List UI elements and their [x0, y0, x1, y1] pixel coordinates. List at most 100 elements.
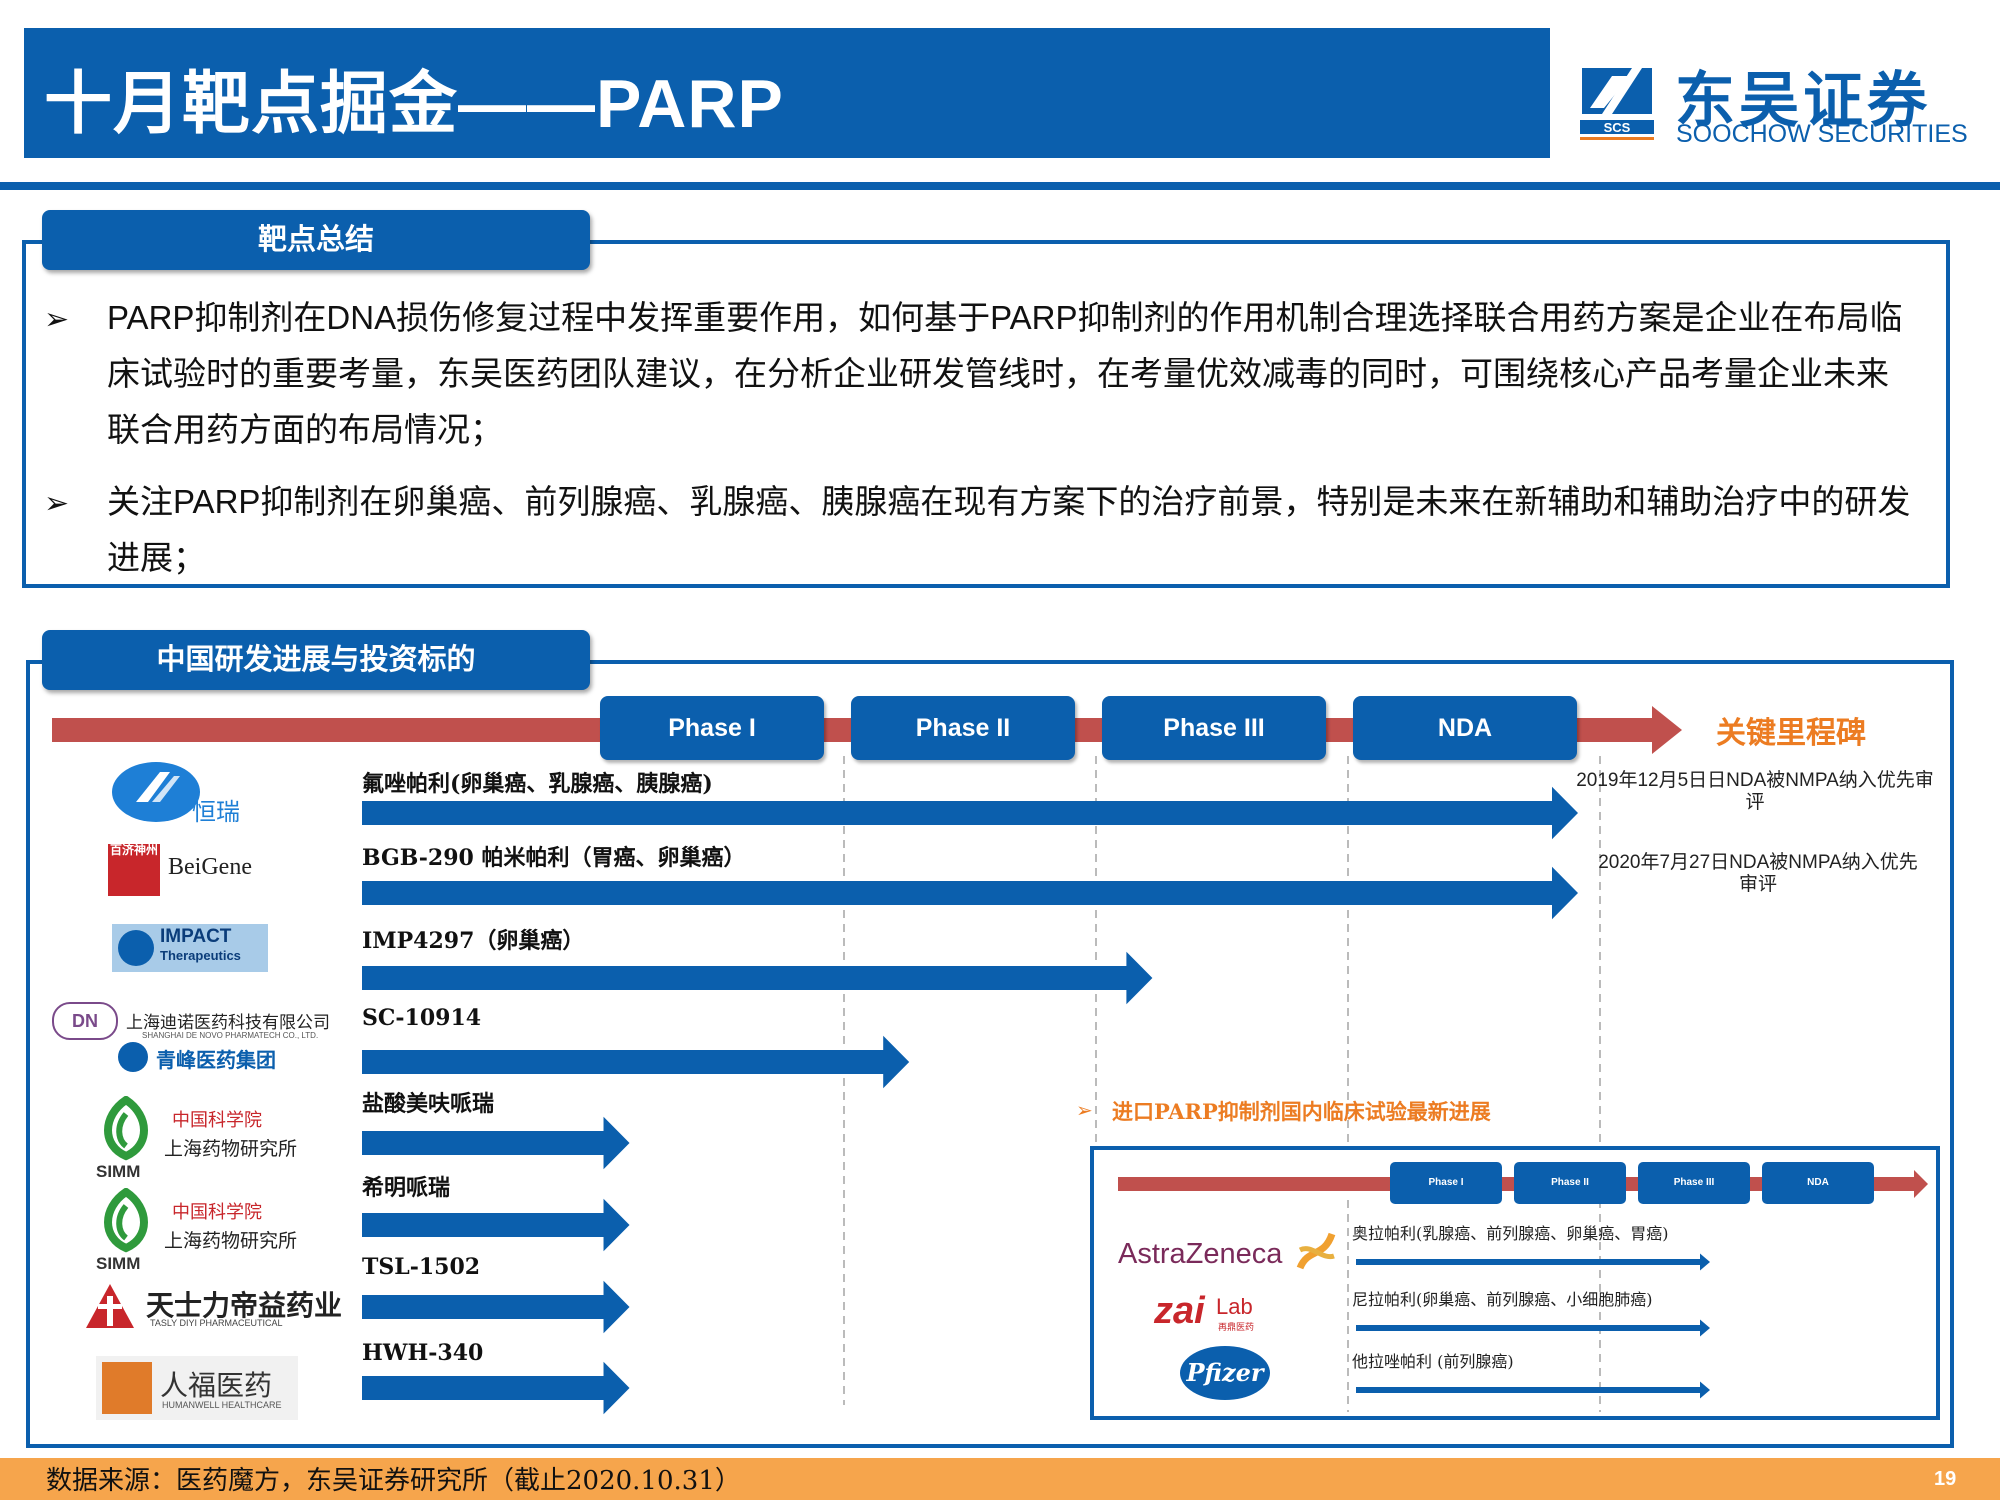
inset-drug-talazoparib: 他拉唑帕利 (前列腺癌) — [1352, 1352, 1514, 1371]
summary-bullet-2-line-1: 关注PARP抑制剂在卵巢癌、前列腺癌、乳腺癌、胰腺癌在现有方案下的治疗前景，特别… — [107, 483, 1911, 520]
pfizer-logo: Pfizer — [1180, 1346, 1270, 1400]
dino-english-name: SHANGHAI DE NOVO PHARMATECH CO., LTD. — [142, 1031, 319, 1040]
svg-text:SCS: SCS — [1604, 120, 1631, 135]
logo-chinese-name: 东吴证券 — [1675, 67, 1931, 134]
tasly-logo: 天士力帝益药业 TASLY DIYI PHARMACEUTICAL — [84, 1278, 342, 1342]
inset-drug-olaparib: 奥拉帕利(乳腺癌、前列腺癌、卵巢癌、胃癌) — [1352, 1224, 1669, 1243]
summary-bullet-1-line-2: 床试验时的重要考量，东吴医药团队建议，在分析企业研发管线时，在考量优效减毒的同时… — [107, 355, 1889, 392]
drug-label-simmiparib: 希明哌瑞 — [362, 1175, 451, 1201]
inset-timeline-arrowhead — [1914, 1170, 1928, 1198]
nda-pill: NDA — [1353, 696, 1577, 760]
beigene-seal-icon: 百济神州 — [108, 844, 160, 896]
dino-name: 上海迪诺医药科技有限公司 — [126, 1013, 330, 1032]
drug-label-sc10914: SC-10914 — [362, 1005, 482, 1031]
tasly-mark-icon — [86, 1284, 134, 1328]
simm-logo-1: 中国科学院 上海药物研究所 SIMM — [94, 1096, 314, 1181]
milestone-header: 关键里程碑 — [1716, 717, 1866, 750]
qingfeng-name: 青峰医药集团 — [156, 1050, 276, 1072]
impact-logo: IMPACT Therapeutics — [112, 924, 268, 972]
beigene-logo: 百济神州 BeiGene — [108, 844, 268, 900]
page-title: 十月靶点掘金——PARP — [44, 66, 784, 142]
drug-label-hwh340: HWH-340 — [362, 1340, 484, 1366]
inset-phase-3-pill: Phase III — [1638, 1162, 1750, 1204]
scs-logo-icon: SCS — [1572, 56, 1662, 146]
phase-3-pill: Phase III — [1102, 696, 1326, 760]
drug-label-fluzoparib: 氟唑帕利(卵巢癌、乳腺癌、胰腺癌) — [362, 771, 713, 797]
summary-box — [22, 240, 1950, 588]
inset-title: 进口PARP抑制剂国内临床试验最新进展 — [1112, 1099, 1491, 1124]
milestone-note-fluzoparib: 2019年12月5日日NDA被NMPA纳入优先审评 — [1576, 770, 1934, 813]
simm-acronym: SIMM — [96, 1162, 141, 1181]
zailab-logo: zai Lab 再鼎医药 — [1154, 1290, 1294, 1336]
simm-leaf-icon — [104, 1188, 148, 1253]
renfu-mark-icon — [102, 1362, 152, 1414]
zailab-lab-text: Lab — [1216, 1294, 1253, 1319]
bullet-icon: ➢ — [44, 487, 70, 520]
inset-phase-1-pill: Phase I — [1390, 1162, 1502, 1204]
header-divider — [0, 182, 2000, 190]
drug-label-imp4297: IMP4297（卵巢癌） — [362, 928, 585, 954]
progress-arrow-0 — [362, 786, 1578, 840]
beigene-wordmark: BeiGene — [168, 854, 252, 880]
progress-arrow-1 — [362, 866, 1578, 920]
phase-1-pill: Phase I — [600, 696, 824, 760]
drug-label-pamiparib: BGB-290 帕米帕利（胃癌、卵巢癌） — [362, 845, 746, 871]
progress-arrow-6 — [362, 1280, 630, 1334]
zailab-chinese-name: 再鼎医药 — [1218, 1322, 1255, 1332]
summary-tab: 靶点总结 — [42, 210, 590, 270]
summary-bullet-2-line-2: 进展； — [107, 539, 206, 576]
progress-arrow-2 — [362, 951, 1153, 1005]
drug-label-mefuparib: 盐酸美呋哌瑞 — [362, 1091, 495, 1117]
tasly-english-name: TASLY DIYI PHARMACEUTICAL — [150, 1318, 283, 1328]
astrazeneca-logo: AstraZeneca — [1118, 1228, 1338, 1278]
simm-cas-text: 中国科学院 — [172, 1110, 262, 1131]
inset-drug-niraparib: 尼拉帕利(卵巢癌、前列腺癌、小细胞肺癌) — [1352, 1290, 1653, 1309]
summary-bullet-1-line-3: 联合用药方面的布局情况； — [107, 411, 503, 448]
footer-bar — [0, 1458, 2000, 1500]
timeline-arrowhead — [1652, 706, 1682, 754]
impact-mark-icon — [118, 930, 154, 966]
zailab-wordmark: zai — [1154, 1290, 1205, 1332]
milestone-note-pamiparib: 2020年7月27日NDA被NMPA纳入优先审评 — [1598, 852, 1918, 895]
logo-english-name: SOOCHOW SECURITIES — [1676, 120, 1968, 148]
pfizer-wordmark: Pfizer — [1186, 1358, 1264, 1387]
dino-qingfeng-logo: DN 上海迪诺医药科技有限公司 SHANGHAI DE NOVO PHARMAT… — [52, 1000, 342, 1080]
inset-progress-arrow-0 — [1356, 1253, 1710, 1271]
title-bar — [24, 28, 1550, 158]
impact-subtitle: Therapeutics — [160, 948, 241, 963]
astrazeneca-swirl-icon — [1296, 1232, 1336, 1270]
progress-arrow-3 — [362, 1035, 910, 1089]
astrazeneca-wordmark: AstraZeneca — [1118, 1238, 1283, 1270]
bullet-icon: ➢ — [44, 303, 70, 336]
simm-institute-text: 上海药物研究所 — [164, 1138, 298, 1160]
renfu-logo: 人福医药 HUMANWELL HEALTHCARE — [96, 1356, 298, 1420]
inset-progress-arrow-2 — [1356, 1381, 1710, 1399]
impact-wordmark: IMPACT — [160, 926, 232, 947]
inset-bullet-icon: ➢ — [1076, 1100, 1093, 1122]
simm-leaf-icon — [104, 1096, 148, 1161]
inset-nda-pill: NDA — [1762, 1162, 1874, 1204]
simm-acronym: SIMM — [96, 1254, 141, 1273]
renfu-name: 人福医药 — [160, 1370, 273, 1401]
phase-2-pill: Phase II — [851, 696, 1075, 760]
qingfeng-mark-icon — [118, 1042, 148, 1072]
progress-arrow-5 — [362, 1198, 630, 1252]
progress-arrow-4 — [362, 1116, 630, 1170]
drug-label-tsl1502: TSL-1502 — [362, 1254, 481, 1280]
inset-progress-arrow-1 — [1356, 1319, 1710, 1337]
pipeline-tab: 中国研发进展与投资标的 — [42, 630, 590, 690]
renfu-english-name: HUMANWELL HEALTHCARE — [162, 1400, 282, 1410]
progress-arrow-7 — [362, 1361, 630, 1415]
simm-logo-2: 中国科学院 上海药物研究所 SIMM — [94, 1188, 314, 1273]
summary-bullet-1-line-1: PARP抑制剂在DNA损伤修复过程中发挥重要作用，如何基于PARP抑制剂的作用机… — [107, 299, 1903, 336]
svg-text:恒瑞: 恒瑞 — [192, 798, 240, 826]
simm-cas-text: 中国科学院 — [172, 1202, 262, 1223]
hengrui-logo: 恒瑞 — [108, 758, 254, 828]
page-number: 19 — [1934, 1468, 1957, 1490]
simm-institute-text: 上海药物研究所 — [164, 1230, 298, 1252]
data-source: 数据来源：医药魔方，东吴证券研究所（截止2020.10.31） — [46, 1466, 741, 1496]
inset-phase-2-pill: Phase II — [1514, 1162, 1626, 1204]
tasly-name: 天士力帝益药业 — [146, 1290, 343, 1321]
dino-mark-icon: DN — [52, 1002, 118, 1040]
